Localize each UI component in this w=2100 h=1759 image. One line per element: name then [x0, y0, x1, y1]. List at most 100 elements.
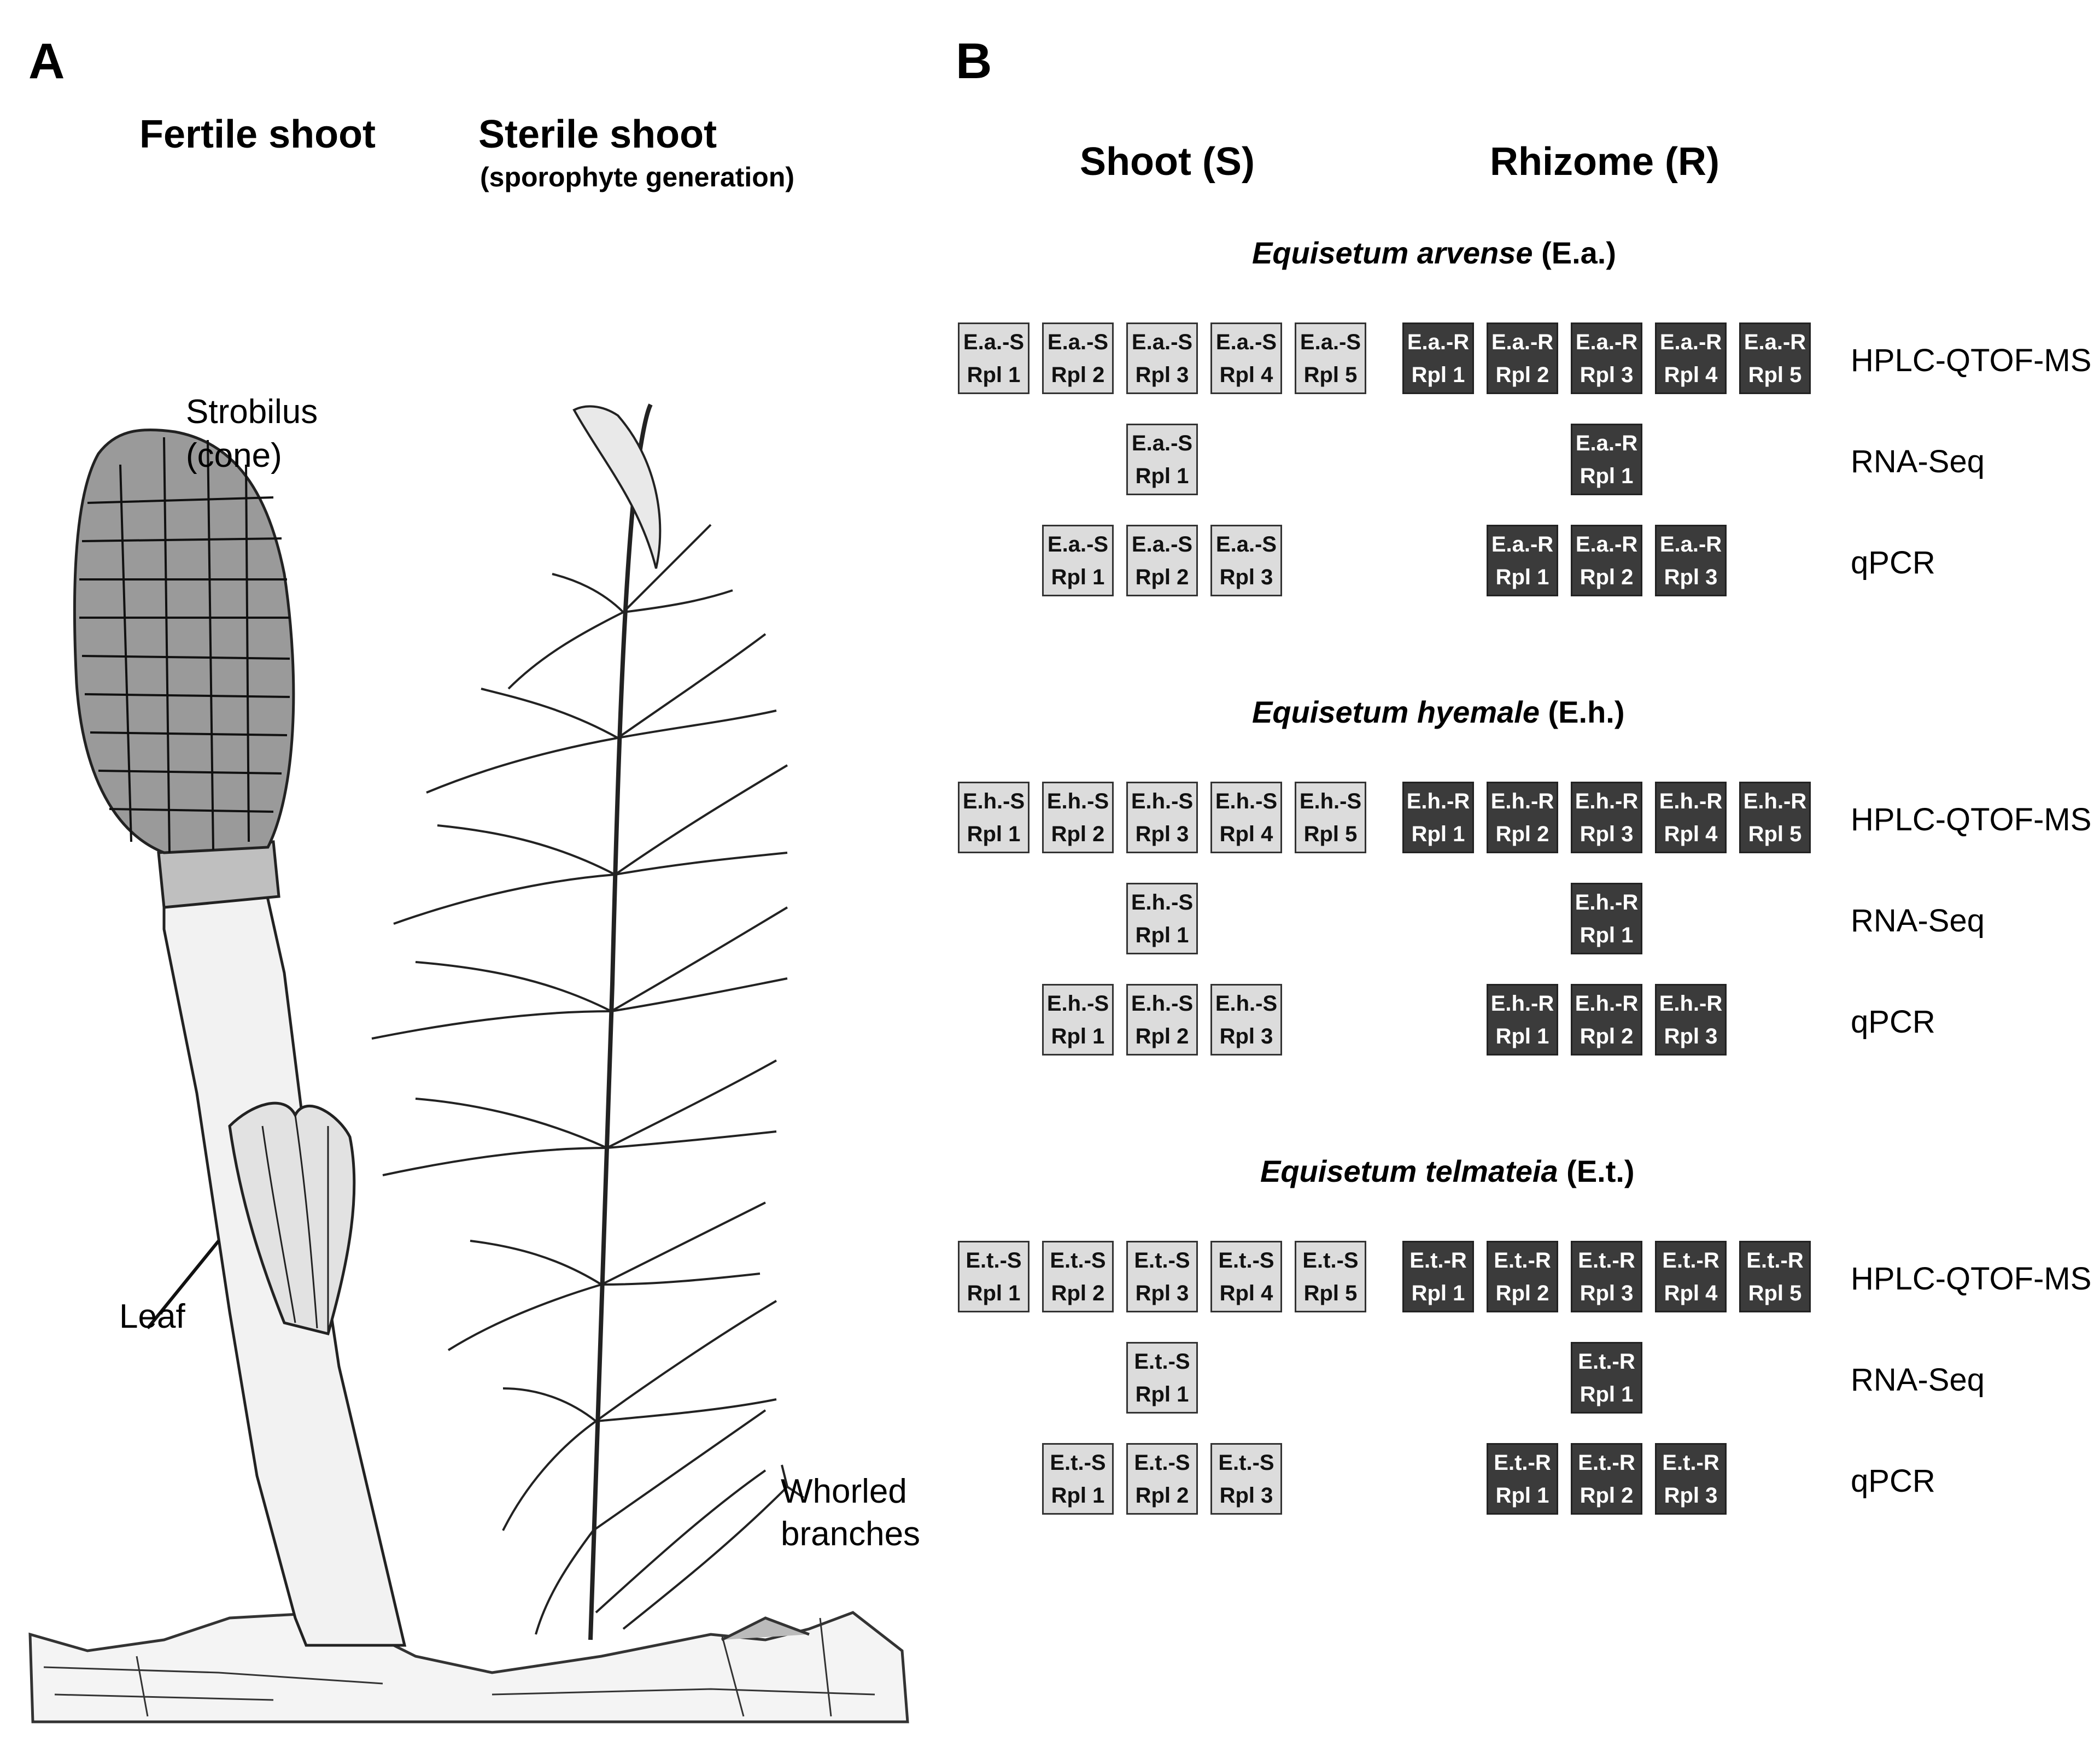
replicate-label: Rpl 5 [1303, 362, 1358, 387]
whorled-label: Whorled [781, 1473, 907, 1510]
replicate-label: Rpl 5 [1303, 1281, 1358, 1305]
rhizome-sample-box: E.h.-R Rpl 1 [1487, 984, 1558, 1056]
replicate-label: Rpl 2 [1580, 1024, 1634, 1048]
sample-code: E.a.-R [1575, 532, 1638, 556]
replicate-label: Rpl 2 [1135, 1024, 1189, 1048]
sample-code: E.a.-R [1575, 431, 1638, 455]
replicate-label: Rpl 2 [1135, 565, 1189, 589]
replicate-label: Rpl 1 [1495, 1483, 1549, 1508]
method-label-qpcr: qPCR [1851, 545, 1935, 581]
sample-code: E.t.-S [1050, 1450, 1106, 1475]
sample-code: E.t.-R [1662, 1450, 1719, 1475]
shoot-sample-box: E.h.-S Rpl 3 [1210, 984, 1282, 1056]
sample-code: E.t.-S [1218, 1450, 1274, 1475]
sample-code: E.t.-S [1218, 1248, 1274, 1273]
rhizome-column-header: Rhizome (R) [1490, 140, 1719, 184]
replicate-label: Rpl 3 [1135, 362, 1189, 387]
replicate-label: Rpl 3 [1219, 1024, 1273, 1048]
sample-code: E.h.-S [1046, 789, 1109, 813]
replicate-label: Rpl 4 [1219, 362, 1273, 387]
sample-code: E.a.-R [1407, 330, 1470, 354]
sample-code: E.a.-S [1300, 330, 1361, 354]
shoot-sample-box: E.a.-S Rpl 2 [1042, 323, 1114, 394]
replicate-label: Rpl 4 [1664, 1281, 1718, 1305]
species-abbreviation: (E.t.) [1558, 1154, 1635, 1188]
sample-code: E.h.-S [1131, 789, 1194, 813]
sample-code: E.h.-R [1659, 789, 1723, 813]
sterile-shoot-title: Sterile shoot [478, 113, 717, 156]
replicate-label: Rpl 2 [1135, 1483, 1189, 1508]
sample-code: E.h.-R [1743, 789, 1807, 813]
replicate-label: Rpl 1 [1580, 923, 1634, 947]
sample-code: E.a.-S [1131, 330, 1193, 354]
replicate-label: Rpl 5 [1748, 822, 1802, 846]
method-label-rnaseq: RNA-Seq [1851, 1362, 1985, 1398]
replicate-label: Rpl 3 [1664, 1024, 1718, 1048]
shoot-sample-box: E.a.-S Rpl 3 [1126, 323, 1198, 394]
replicate-label: Rpl 1 [1051, 565, 1105, 589]
shoot-sample-box: E.t.-S Rpl 1 [1042, 1443, 1114, 1515]
replicate-label: Rpl 3 [1580, 822, 1634, 846]
rhizome-sample-box: E.h.-R Rpl 1 [1571, 883, 1642, 954]
shoot-column-header: Shoot (S) [1080, 140, 1255, 184]
replicate-label: Rpl 4 [1219, 1281, 1273, 1305]
replicate-label: Rpl 1 [967, 822, 1021, 846]
shoot-sample-box: E.h.-S Rpl 3 [1126, 782, 1198, 853]
replicate-label: Rpl 1 [1495, 1024, 1549, 1048]
replicate-label: Rpl 4 [1219, 822, 1273, 846]
sample-code: E.a.-S [1047, 330, 1109, 354]
branches-label: branches [781, 1515, 921, 1553]
method-label-qpcr: qPCR [1851, 1004, 1935, 1040]
sample-code: E.h.-S [1046, 991, 1109, 1016]
species-abbreviation: (E.h.) [1539, 695, 1625, 729]
sterile-shoot-drawing [371, 403, 805, 1640]
replicate-label: Rpl 3 [1580, 1281, 1634, 1305]
replicate-label: Rpl 5 [1748, 1281, 1802, 1305]
sample-code: E.t.-S [1134, 1248, 1190, 1273]
rhizome-sample-box: E.h.-R Rpl 5 [1739, 782, 1811, 853]
sample-code: E.h.-R [1575, 890, 1639, 914]
sample-code: E.t.-R [1578, 1450, 1635, 1475]
species-title: Equisetum telmateia (E.t.) [1260, 1153, 1635, 1189]
replicate-label: Rpl 1 [967, 362, 1021, 387]
replicate-label: Rpl 3 [1219, 565, 1273, 589]
sample-code: E.a.-S [1131, 431, 1193, 455]
replicate-label: Rpl 3 [1135, 822, 1189, 846]
sample-code: E.h.-S [1215, 991, 1278, 1016]
replicate-label: Rpl 1 [1411, 362, 1465, 387]
species-abbreviation: (E.a.) [1532, 236, 1617, 270]
replicate-label: Rpl 2 [1051, 362, 1105, 387]
replicate-label: Rpl 2 [1495, 1281, 1549, 1305]
replicate-label: Rpl 1 [1051, 1483, 1105, 1508]
replicate-label: Rpl 1 [1580, 1382, 1634, 1406]
replicate-label: Rpl 3 [1580, 362, 1634, 387]
replicate-label: Rpl 3 [1664, 565, 1718, 589]
method-label-qpcr: qPCR [1851, 1463, 1935, 1499]
replicate-label: Rpl 3 [1219, 1483, 1273, 1508]
fertile-shoot-title: Fertile shoot [139, 113, 376, 156]
shoot-sample-box: E.a.-S Rpl 5 [1295, 323, 1366, 394]
sample-code: E.h.-R [1490, 991, 1554, 1016]
replicate-label: Rpl 2 [1495, 362, 1549, 387]
